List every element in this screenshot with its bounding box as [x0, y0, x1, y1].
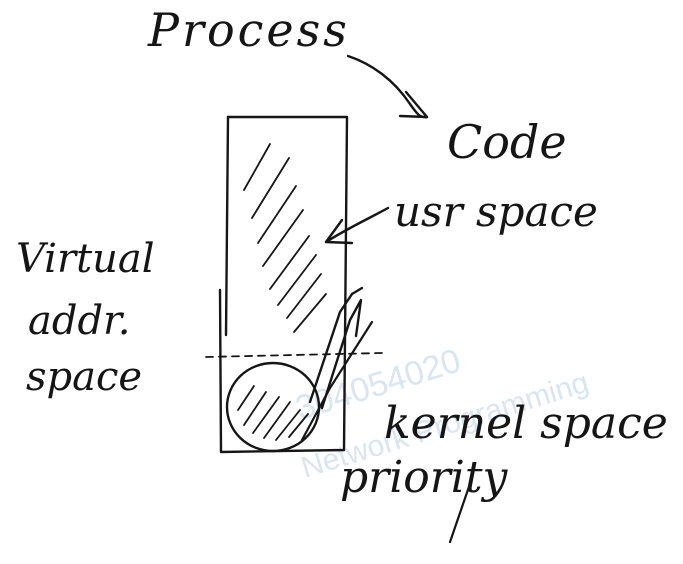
user-space-hatching — [243, 143, 327, 333]
code-label: Code — [447, 115, 567, 169]
virtual-label: Virtual — [16, 236, 155, 282]
kernel-space-label: kernel space — [384, 398, 668, 449]
process-label: Process — [147, 3, 350, 57]
kernel-circle — [225, 361, 321, 453]
address-space-column — [218, 115, 349, 454]
kernel-pointer-stroke — [300, 320, 374, 442]
priority-arrow — [308, 286, 364, 410]
user-kernel-boundary — [205, 352, 383, 358]
usr-space-arrow — [324, 206, 390, 245]
priority-label: priority — [340, 452, 509, 503]
space-label: space — [26, 354, 142, 400]
addr-label: addr. — [28, 298, 131, 344]
usr-space-label: usr space — [394, 187, 598, 236]
priority-tail-stroke — [448, 476, 474, 544]
process-to-code-arrow — [346, 54, 429, 119]
